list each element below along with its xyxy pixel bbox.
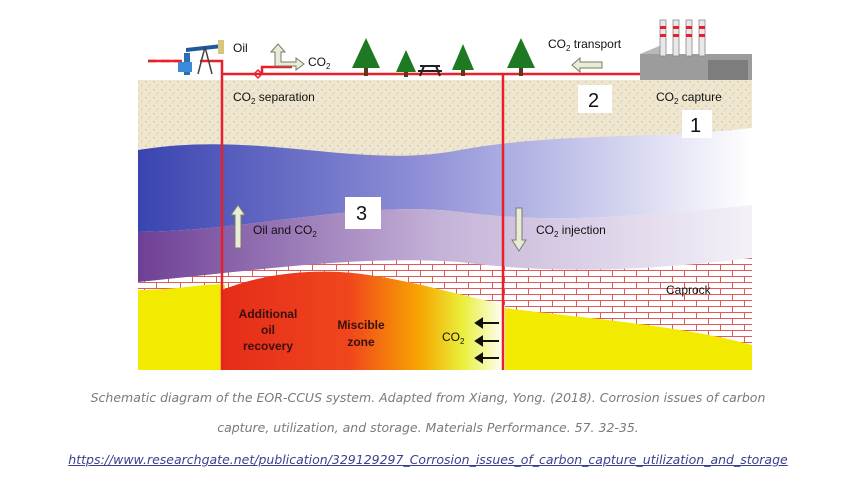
eor-ccus-diagram: 2 1 3 Oil CO2 CO2 transport CO2 separati…	[138, 19, 752, 370]
co2-transport-label: CO2 transport	[548, 37, 622, 53]
svg-text:Additional: Additional	[239, 307, 298, 321]
svg-text:recovery: recovery	[243, 339, 293, 353]
co2-capture-label: CO2 capture	[656, 90, 722, 106]
step-1-box	[682, 110, 712, 138]
arrow-up-right-icon	[269, 43, 305, 71]
co2-flow-arrows-icon	[474, 317, 499, 364]
co2-separation-label: CO2 separation	[233, 90, 315, 106]
oil-recovery-zone	[222, 271, 505, 370]
co2-injection-label: CO2 injection	[536, 223, 606, 239]
yellow-base-layer-right	[505, 308, 752, 370]
oil-and-co2-label: Oil and CO2	[253, 223, 317, 239]
tree-icon	[352, 38, 535, 77]
step-1-number: 1	[690, 115, 701, 137]
co2-front-label: CO2	[442, 330, 465, 346]
source-link[interactable]: https://www.researchgate.net/publication…	[68, 452, 788, 467]
figure-caption-line2: capture, utilization, and storage. Mater…	[217, 420, 639, 435]
miscible-zone-label: Miscible zone	[337, 318, 385, 349]
arrow-up-icon	[230, 204, 246, 249]
yellow-base-layer	[138, 284, 225, 370]
additional-oil-recovery-label: Additional oil recovery	[239, 307, 298, 353]
oil-pump-jack-icon	[178, 40, 224, 75]
figure-caption-line1: Schematic diagram of the EOR-CCUS system…	[90, 390, 766, 405]
pipeline	[148, 59, 642, 370]
upper-reservoir-layer	[138, 128, 752, 232]
step-3-number: 3	[356, 203, 367, 225]
step-2-box	[578, 85, 612, 113]
arrow-down-icon	[511, 207, 527, 252]
picnic-table-icon	[418, 65, 442, 77]
step-3-box	[345, 197, 381, 229]
oil-label: Oil	[233, 41, 248, 55]
step-2-number: 2	[588, 90, 599, 112]
svg-text:oil: oil	[261, 323, 275, 337]
lower-reservoir-layer	[138, 205, 752, 282]
co2-vent-label: CO2	[308, 55, 331, 71]
caprock-label: Caprock	[666, 283, 712, 297]
power-plant-icon	[640, 19, 752, 80]
arrow-left-icon	[571, 56, 603, 74]
svg-text:zone: zone	[347, 335, 375, 349]
svg-text:Miscible: Miscible	[337, 318, 385, 332]
valve-icon	[252, 68, 264, 80]
